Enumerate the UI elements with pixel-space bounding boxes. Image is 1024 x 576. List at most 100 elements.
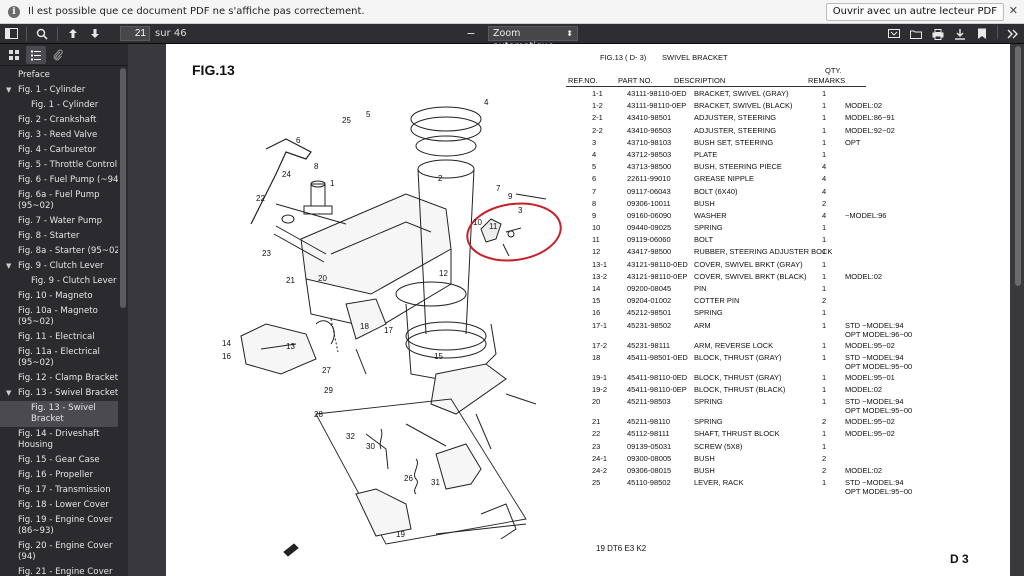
outline-item[interactable]: Fig. 11 - Electrical <box>0 330 128 345</box>
outline-item[interactable]: ▼Fig. 9 - Clutch Lever <box>0 259 128 274</box>
close-icon[interactable]: ✕ <box>1008 4 1018 17</box>
outline-item[interactable]: Fig. 6a - Fuel Pump (95~02) <box>0 188 128 214</box>
diagram-callout: 9 <box>508 192 513 201</box>
qty-cell: 2 <box>822 296 827 306</box>
ref-cell: 24-2 <box>592 465 608 475</box>
document-viewer: FIG.13 <box>128 44 1024 576</box>
presentation-mode-button[interactable] <box>883 25 905 43</box>
expand-toggle-icon[interactable]: ▼ <box>6 262 12 270</box>
outline-item[interactable]: Fig. 10 - Magneto <box>0 289 128 304</box>
tab-attachments[interactable] <box>48 46 68 64</box>
outline-item[interactable]: Fig. 1 - Cylinder <box>0 98 128 113</box>
outline-item[interactable]: Fig. 20 - Engine Cover (94) <box>0 539 128 565</box>
outline-item[interactable]: Fig. 2 - Crankshaft <box>0 113 128 128</box>
print-icon <box>932 28 944 40</box>
print-button[interactable] <box>927 25 949 43</box>
diagram-callout: 31 <box>431 478 440 487</box>
description-cell: BOLT <box>694 235 714 245</box>
outline-item[interactable]: Fig. 4 - Carburetor <box>0 143 128 158</box>
part-number-cell: 45411-98110-0EP <box>627 384 687 394</box>
description-cell: GREASE NIPPLE <box>694 174 755 184</box>
outline-item[interactable]: Fig. 18 - Lower Cover <box>0 498 128 513</box>
sidebar-scrollbar[interactable] <box>118 66 128 576</box>
remarks-cell: MODEL:02 <box>845 271 883 281</box>
outline-item-label: Fig. 7 - Water Pump <box>18 216 103 226</box>
ref-cell: 16 <box>592 308 601 318</box>
outline-item[interactable]: Fig. 14 - Driveshaft Housing <box>0 427 128 453</box>
bookmark-button[interactable] <box>971 25 993 43</box>
outline-item[interactable]: Fig. 6 - Fuel Pump (~94) <box>0 173 128 188</box>
diagram-callout: 5 <box>366 110 371 119</box>
document-scrollbar[interactable] <box>1014 46 1022 572</box>
outline-item[interactable]: Fig. 15 - Gear Case <box>0 453 128 468</box>
column-part-no: PART NO. <box>618 76 653 85</box>
open-file-button[interactable] <box>905 25 927 43</box>
qty-cell: 1 <box>822 372 827 382</box>
diagram-callout: 22 <box>256 194 265 203</box>
outline-item-label: Preface <box>18 70 50 80</box>
outline-item[interactable]: Fig. 21 - Engine Cover (95~97) <box>0 565 128 576</box>
diagram-callout: 4 <box>484 98 489 107</box>
outline-item[interactable]: Fig. 7 - Water Pump <box>0 214 128 229</box>
thumbnails-icon <box>9 49 19 60</box>
bookmark-icon <box>978 28 986 39</box>
description-cell: BOLT (6X40) <box>694 186 738 196</box>
tab-outline[interactable] <box>26 45 46 64</box>
remarks-cell: MODEL:95~01 <box>845 372 895 382</box>
toggle-sidebar-button[interactable] <box>0 25 22 43</box>
ref-cell: 25 <box>592 478 601 488</box>
outline-item[interactable]: Fig. 12 - Clamp Bracket <box>0 371 128 386</box>
outline-item-label: Fig. 11 - Electrical <box>18 332 95 342</box>
scrollbar-thumb[interactable] <box>1015 46 1021 286</box>
download-button[interactable] <box>949 25 971 43</box>
scrollbar-thumb[interactable] <box>120 68 126 308</box>
find-button[interactable] <box>31 25 53 43</box>
open-file-icon <box>910 30 922 39</box>
page-number-input[interactable] <box>120 26 150 41</box>
diagram-callout: 2 <box>438 174 443 183</box>
zoom-out-button[interactable]: − <box>460 24 482 42</box>
outline-item[interactable]: Fig. 13 - Swivel Bracket <box>0 401 128 427</box>
description-cell: PIN <box>694 284 707 293</box>
expand-toggle-icon[interactable]: ▼ <box>6 86 12 94</box>
diagram-callout: 7 <box>496 184 501 193</box>
outline-item[interactable]: ▼Fig. 1 - Cylinder <box>0 83 128 98</box>
open-with-other-viewer-button[interactable]: Ouvrir avec un autre lecteur PDF <box>825 3 1004 21</box>
remarks-cell: OPT <box>845 137 861 147</box>
tools-button[interactable] <box>1002 25 1024 43</box>
outline-item[interactable]: Fig. 17 - Transmission <box>0 483 128 498</box>
diagram-callout: 8 <box>314 162 319 171</box>
outline-item-label: Fig. 12 - Clamp Bracket <box>18 373 119 383</box>
qty-cell: 1 <box>822 320 827 330</box>
ref-cell: 1-1 <box>592 89 603 98</box>
qty-cell: 4 <box>822 186 827 196</box>
diagram-callout: 11 <box>489 222 498 231</box>
outline-item[interactable]: Fig. 8a - Starter (95~02) <box>0 244 128 259</box>
tab-thumbnails[interactable] <box>4 46 24 64</box>
expand-toggle-icon[interactable]: ▼ <box>6 389 12 397</box>
toolbar-divider <box>26 26 27 41</box>
outline-item[interactable]: Fig. 19 - Engine Cover (86~93) <box>0 513 128 539</box>
outline-item[interactable]: Preface <box>0 68 128 83</box>
outline-item[interactable]: Fig. 9 - Clutch Lever <box>0 274 128 289</box>
ref-cell: 17-2 <box>592 340 608 350</box>
outline-item[interactable]: Fig. 16 - Propeller <box>0 468 128 483</box>
outline-item-label: Fig. 17 - Transmission <box>18 485 111 495</box>
outline-item[interactable]: Fig. 10a - Magneto (95~02) <box>0 304 128 330</box>
outline-item[interactable]: Fig. 5 - Throttle Control <box>0 158 128 173</box>
qty-cell: 1 <box>822 384 827 394</box>
outline-item[interactable]: Fig. 8 - Starter <box>0 229 128 244</box>
outline-item[interactable]: ▼Fig. 13 - Swivel Bracket <box>0 386 128 401</box>
previous-page-button[interactable] <box>62 25 84 43</box>
part-number-cell: 45411-98110-0ED <box>627 372 688 382</box>
outline-item[interactable]: Fig. 3 - Reed Valve <box>0 128 128 143</box>
description-cell: BUSH SET, STEERING <box>694 137 774 147</box>
outline-item[interactable]: Fig. 11a - Electrical (95~02) <box>0 345 128 371</box>
next-page-button[interactable] <box>84 25 106 43</box>
zoom-select[interactable]: Zoom automatique ⬍ <box>488 26 578 52</box>
